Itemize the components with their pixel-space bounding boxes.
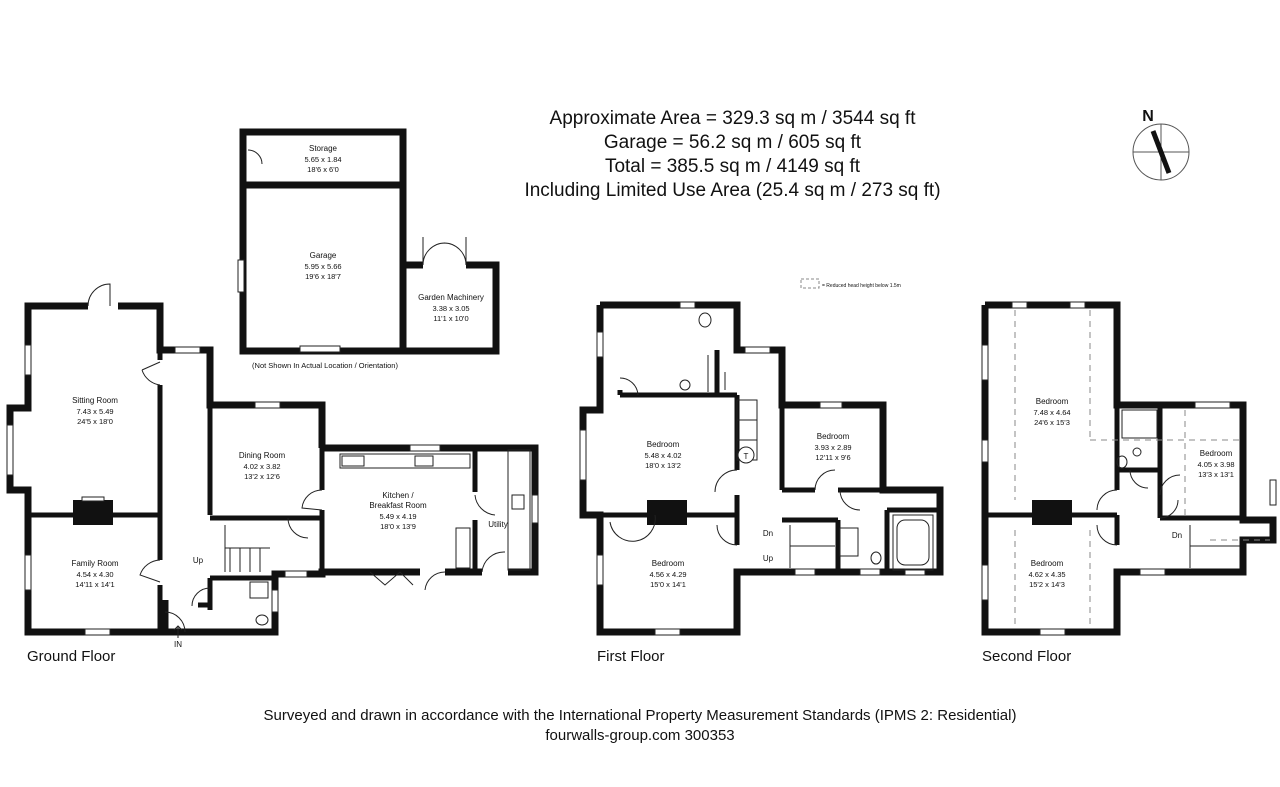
sf-bedroom-1-imperial: 24'6 x 15'3 bbox=[1034, 418, 1070, 427]
legend-swatch bbox=[800, 278, 820, 289]
area-line-total: Total = 385.5 sq m / 4149 sq ft bbox=[604, 156, 861, 177]
second-floor-label: Second Floor bbox=[982, 648, 1072, 665]
ground-floor-stairs bbox=[224, 525, 270, 572]
ff-bedroom-2-name: Bedroom bbox=[817, 432, 850, 441]
sf-bedroom-1-name: Bedroom bbox=[1036, 397, 1069, 406]
ff-bedroom-3-imperial: 15'0 x 14'1 bbox=[650, 580, 686, 589]
legend: = Reduced head height below 1.5m bbox=[800, 278, 901, 289]
sf-bedroom-3-metric: 4.62 x 4.35 bbox=[1028, 570, 1065, 579]
garage-metric: 5.95 x 5.66 bbox=[304, 262, 341, 271]
first-floor-label: First Floor bbox=[597, 648, 665, 665]
ff-bedroom-3-name: Bedroom bbox=[652, 559, 685, 568]
garden-machinery-room bbox=[399, 261, 500, 355]
ff-bedroom-3-metric: 4.56 x 4.29 bbox=[649, 570, 686, 579]
sitting-room-metric: 7.43 x 5.49 bbox=[76, 407, 113, 416]
kitchen-imperial: 18'0 x 13'9 bbox=[380, 522, 416, 531]
storage-imperial: 18'6 x 6'0 bbox=[307, 165, 339, 174]
area-line-garage: Garage = 56.2 sq m / 605 sq ft bbox=[603, 132, 862, 153]
kitchen-name-line2: Breakfast Room bbox=[369, 501, 427, 510]
sitting-room-imperial: 24'5 x 18'0 bbox=[77, 417, 113, 426]
first-floor-plan: T Dn Up Bedroom 5.4 bbox=[579, 301, 944, 636]
sf-bedroom-3-imperial: 15'2 x 14'3 bbox=[1029, 580, 1065, 589]
storage-metric: 5.65 x 1.84 bbox=[304, 155, 341, 164]
ff-bedroom-1-imperial: 18'0 x 13'2 bbox=[645, 461, 681, 470]
ground-up-marker: Up bbox=[193, 556, 204, 565]
sf-bedroom-2-metric: 4.05 x 3.98 bbox=[1197, 460, 1234, 469]
utility-name: Utility bbox=[488, 520, 508, 529]
machinery-name: Garden Machinery bbox=[418, 293, 484, 302]
dining-room-metric: 4.02 x 3.82 bbox=[243, 462, 280, 471]
ff-dn-marker: Dn bbox=[763, 529, 773, 538]
entrance-arrow-icon bbox=[173, 625, 183, 638]
family-room-name: Family Room bbox=[71, 559, 118, 568]
ff-up-marker: Up bbox=[763, 554, 774, 563]
sf-bedroom-2-name: Bedroom bbox=[1200, 449, 1233, 458]
ff-tank-marker: T bbox=[744, 452, 749, 461]
area-line-limited-use: Including Limited Use Area (25.4 sq m / … bbox=[524, 180, 941, 201]
kitchen-name-line1: Kitchen / bbox=[382, 491, 414, 500]
machinery-imperial: 11'1 x 10'0 bbox=[433, 314, 468, 323]
ff-bedroom-2-metric: 3.93 x 2.89 bbox=[814, 443, 851, 452]
outbuilding: Storage 5.65 x 1.84 18'6 x 6'0 Garage 5.… bbox=[237, 128, 500, 370]
footer-standards: Surveyed and drawn in accordance with th… bbox=[263, 707, 1017, 724]
compass-icon: N bbox=[1132, 108, 1190, 181]
dining-room-imperial: 13'2 x 12'6 bbox=[244, 472, 280, 481]
family-room-imperial: 14'11 x 14'1 bbox=[75, 580, 114, 589]
dining-room-name: Dining Room bbox=[239, 451, 286, 460]
ff-bedroom-1-metric: 5.48 x 4.02 bbox=[644, 451, 681, 460]
sf-bedroom-2-imperial: 13'3 x 13'1 bbox=[1198, 470, 1234, 479]
storage-name: Storage bbox=[309, 144, 338, 153]
area-summary: Approximate Area = 329.3 sq m / 3544 sq … bbox=[500, 107, 965, 203]
outbuilding-note: (Not Shown In Actual Location / Orientat… bbox=[252, 361, 398, 370]
compass-north-label: N bbox=[1142, 108, 1154, 125]
area-line-approximate: Approximate Area = 329.3 sq m / 3544 sq … bbox=[549, 108, 916, 129]
ground-floor-plan: Sitting Room 7.43 x 5.49 24'5 x 18'0 Din… bbox=[6, 283, 539, 649]
sf-dn-marker: Dn bbox=[1172, 531, 1182, 540]
ff-bedroom-1-name: Bedroom bbox=[647, 440, 680, 449]
garage-imperial: 19'6 x 18'7 bbox=[305, 272, 341, 281]
kitchen-metric: 5.49 x 4.19 bbox=[379, 512, 416, 521]
legend-text: = Reduced head height below 1.5m bbox=[822, 283, 901, 289]
entrance-marker: IN bbox=[174, 640, 182, 649]
sitting-room-name: Sitting Room bbox=[72, 396, 118, 405]
sf-bedroom-1-metric: 7.48 x 4.64 bbox=[1033, 408, 1070, 417]
machinery-metric: 3.38 x 3.05 bbox=[432, 304, 469, 313]
garage-name: Garage bbox=[310, 251, 337, 260]
sf-bedroom-3-name: Bedroom bbox=[1031, 559, 1064, 568]
footer: Surveyed and drawn in accordance with th… bbox=[0, 706, 1280, 746]
ground-floor-label: Ground Floor bbox=[27, 648, 116, 665]
ff-bedroom-2-imperial: 12'11 x 9'6 bbox=[815, 453, 850, 462]
family-room-metric: 4.54 x 4.30 bbox=[76, 570, 113, 579]
footer-reference: fourwalls-group.com 300353 bbox=[545, 727, 735, 744]
second-floor-plan: Dn Bedroom 7.48 x 4.64 24'6 x 15'3 Bedro… bbox=[981, 301, 1277, 636]
